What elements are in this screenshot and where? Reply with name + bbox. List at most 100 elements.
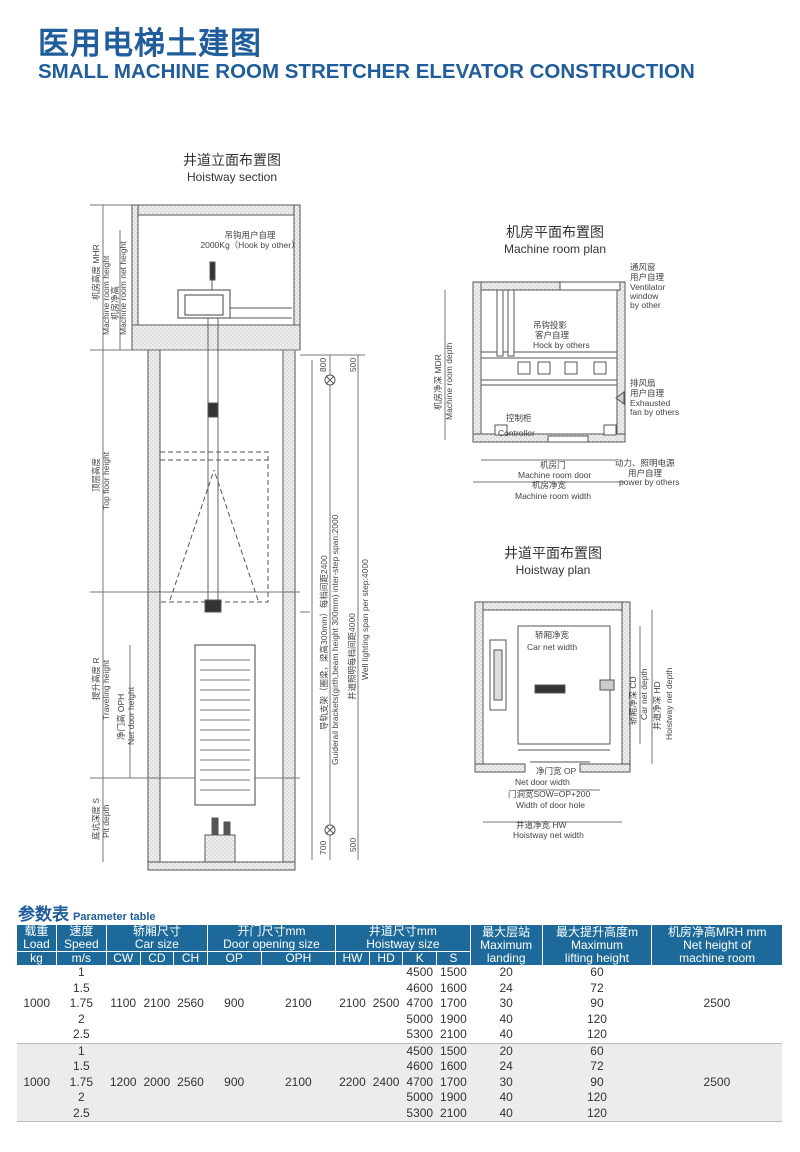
table-cell: 24	[470, 1059, 543, 1075]
table-cell: 1500	[440, 965, 467, 980]
svg-text:用户自理: 用户自理	[630, 272, 665, 282]
controller-label-cn: 控制柜	[506, 413, 532, 423]
table-cell: 1.75	[69, 996, 94, 1011]
mr-door-label-cn: 机房门	[540, 460, 566, 470]
table-cell: 1700	[436, 1074, 471, 1090]
table-cell: 24	[499, 980, 513, 995]
table-cell	[174, 965, 208, 981]
svg-text:Car net width: Car net width	[527, 642, 577, 652]
table-cell	[106, 1042, 141, 1059]
table-cell	[17, 965, 56, 981]
table-cell	[207, 965, 261, 981]
table-cell: 1200	[106, 1074, 141, 1090]
table-cell	[173, 1042, 208, 1059]
table-cell	[106, 981, 140, 997]
mrnh-label: 机房净高	[110, 286, 120, 320]
svg-text:fan by others: fan by others	[630, 407, 679, 417]
table-cell	[207, 981, 261, 997]
table-cell: 1000	[23, 996, 51, 1011]
table-cell: 1900	[436, 1090, 471, 1106]
bracket-label: 导轨支架（圈梁，梁高300mm）每档间距2400	[319, 555, 329, 730]
table-cell: 40	[470, 1105, 543, 1122]
table-cell	[106, 1105, 141, 1122]
table-cell: 90	[590, 996, 604, 1011]
mdr-label: 机房净深 MDR	[433, 354, 443, 410]
table-cell	[369, 1105, 403, 1122]
table-cell	[106, 1090, 141, 1106]
page-title: 医用电梯土建图	[38, 26, 262, 62]
table-cell	[17, 1090, 57, 1106]
svg-text:Net door height: Net door height	[126, 686, 136, 745]
page-subtitle: SMALL MACHINE ROOM STRETCHER ELEVATOR CO…	[38, 60, 695, 83]
power-label-cn: 动力、照明电源	[615, 458, 675, 468]
table-cell	[369, 965, 403, 981]
table-cell: 40	[499, 1011, 513, 1026]
table-cell	[207, 1027, 261, 1043]
table-cell: 60	[590, 965, 604, 980]
table-cell	[651, 1090, 782, 1106]
table-cell: 90	[542, 1074, 652, 1090]
table-cell: 40	[499, 1027, 513, 1042]
table-cell	[651, 1059, 782, 1075]
svg-text:用户自理: 用户自理	[628, 468, 663, 478]
hoistway-plan-caption: 井道平面布置图 Hoistway plan	[504, 545, 602, 577]
table-cell: 5300	[402, 1105, 437, 1122]
table-cell: 4700	[402, 1074, 437, 1090]
table-cell	[17, 981, 56, 997]
table-cell	[17, 1012, 56, 1028]
table-cell	[140, 1027, 174, 1043]
table-cell	[336, 1027, 370, 1043]
svg-text:Controller: Controller	[498, 428, 535, 438]
svg-text:Width of door hole: Width of door hole	[516, 800, 585, 810]
svg-text:Machine room net height: Machine room net height	[118, 241, 128, 335]
car-width-label-cn: 轿厢净宽	[535, 630, 570, 640]
table-cell	[369, 1090, 403, 1106]
table-cell	[335, 1059, 370, 1075]
table-cell	[207, 1059, 262, 1075]
table-cell	[369, 1059, 403, 1075]
table-cell	[106, 965, 140, 981]
table-cell	[652, 1027, 782, 1043]
table-cell: 1	[78, 965, 85, 980]
table-cell: 2100	[261, 1074, 336, 1090]
table-cell	[106, 1059, 141, 1075]
svg-text:Machine room depth: Machine room depth	[444, 342, 454, 420]
hoistway-depth-label-cn: 井道净深 HD	[652, 681, 662, 730]
table-cell: 1900	[440, 1011, 467, 1026]
svg-text:Machine room height: Machine room height	[101, 255, 111, 335]
table-cell	[335, 1090, 370, 1106]
table-cell: 72	[590, 980, 604, 995]
svg-text:800: 800	[318, 358, 328, 372]
svg-text:500: 500	[348, 838, 358, 852]
table-cell	[652, 965, 782, 981]
table-cell: 2500	[651, 1074, 782, 1090]
table-cell: 4700	[406, 996, 434, 1011]
table-cell	[369, 1027, 403, 1043]
svg-text:power by others: power by others	[619, 477, 679, 487]
table-cell: 5300	[406, 1027, 434, 1042]
table-cell	[261, 1027, 336, 1043]
table-cell	[335, 1042, 370, 1059]
table-cell: 4500	[402, 1042, 437, 1059]
table-cell	[17, 1105, 57, 1122]
door-width-label-cn: 净门宽 OP	[536, 766, 576, 776]
table-cell	[17, 1042, 57, 1059]
table-cell: 5000	[406, 1011, 434, 1026]
table-cell: 20	[470, 1042, 543, 1059]
table-cell	[140, 1105, 174, 1122]
table-cell: 2500	[372, 996, 400, 1011]
table-cell	[140, 981, 174, 997]
table-cell: 2	[78, 1011, 85, 1026]
table-cell: 1.75	[56, 1074, 107, 1090]
table-cell	[261, 1012, 336, 1028]
